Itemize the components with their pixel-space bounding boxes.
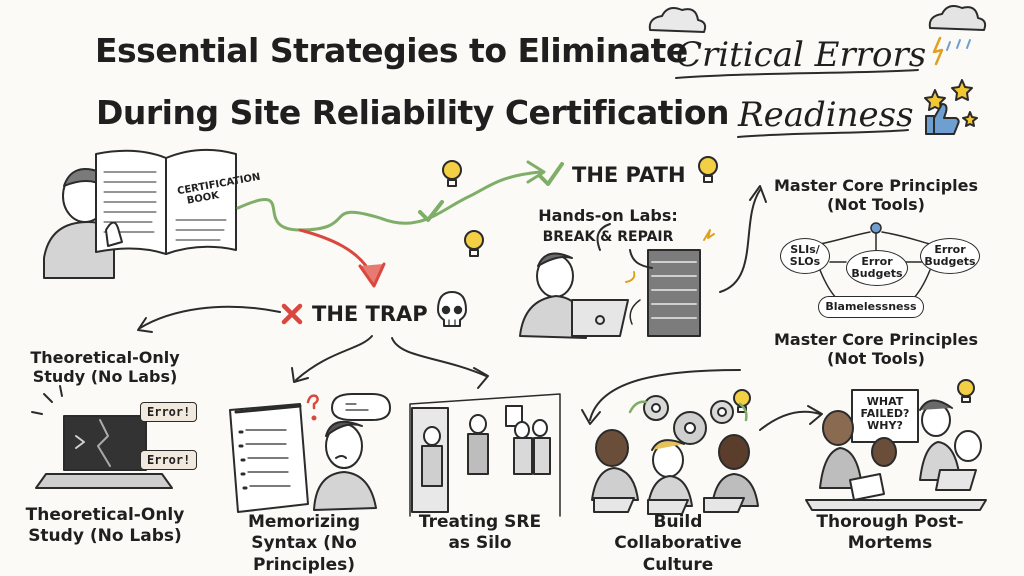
to-collab-arrow-head [581,409,601,425]
memorizing-caption: Memorizing Syntax (No Principles) [247,512,361,575]
theoretical-caption: Theoretical-Only Study (No Labs) [25,505,185,547]
check-icon [418,162,564,222]
title-line-1-highlight: Critical Errors [676,35,927,75]
trap-heading: THE TRAP [312,302,428,326]
collaborating-team [591,429,759,515]
theoretical-label: Theoretical-Only Study (No Labs) [30,348,180,387]
node-slis-slos: SLIs/ SLOs [780,238,830,274]
thinking-person [306,393,391,511]
student-with-book [43,148,237,279]
notepad-icon [229,403,309,513]
gear-icon [628,395,748,445]
to-postmortem-arrow [759,410,821,431]
trap-arrow-silo-head [473,367,489,389]
title-underline-readiness [737,129,909,138]
trap-arrow-head [358,262,386,288]
error-bubble-1: Error! [140,402,198,422]
path-heading: THE PATH [572,163,686,187]
storm-cloud-icon [648,5,987,66]
title-underline-critical [675,69,919,79]
lab-person-with-laptop [519,223,629,339]
error-bubble-2: Error! [140,450,198,470]
collab-caption: Build Collaborative Culture [614,512,742,575]
silo-caption: Treating SRE as Silo [418,512,542,554]
to-principles-arrow [719,189,761,293]
title-line-2-highlight: Readiness [738,95,914,135]
postmortem-scene [805,389,987,511]
labs-label-line1: Hands-on Labs: [538,206,678,225]
trap-arrow-silo [391,337,487,377]
path-arrow-head [526,160,546,184]
thumbs-up-icon [925,103,960,135]
broken-laptop-icon [31,385,173,489]
postmortem-caption: Thorough Post-Mortems [816,512,964,554]
labs-pointer-arrow [629,249,653,269]
labs-label-line2: BREAK & REPAIR [542,229,674,245]
title-line-2: During Site Reliability Certification [96,93,730,132]
skull-icon [437,291,467,327]
to-collab-arrow [589,369,741,421]
title-line-1: Essential Strategies to Eliminate [95,31,688,70]
star-icon [924,79,978,127]
principles-caption: Master Core Principles (Not Tools) [773,330,979,369]
trap-arrow-theoretical-head [137,317,153,333]
to-principles-arrow-head [749,185,767,203]
server-rack-icon [625,229,715,337]
node-error-budgets-center: Error Budgets [846,250,908,286]
cross-icon [281,303,303,325]
path-arrow [236,170,542,232]
node-blamelessness: Blamelessness [818,296,924,318]
to-postmortem-arrow-head [807,405,823,425]
trap-arrow-memorizing [295,335,373,381]
postmortem-sign: WHAT FAILED? WHY? [860,395,910,433]
trap-arrow-theoretical [139,305,281,329]
node-error-budgets-right: Error Budgets [920,238,980,274]
principles-title: Master Core Principles (Not Tools) [773,176,979,215]
silo-room-scene [409,393,561,517]
trap-arrow-memorizing-head [291,367,309,383]
